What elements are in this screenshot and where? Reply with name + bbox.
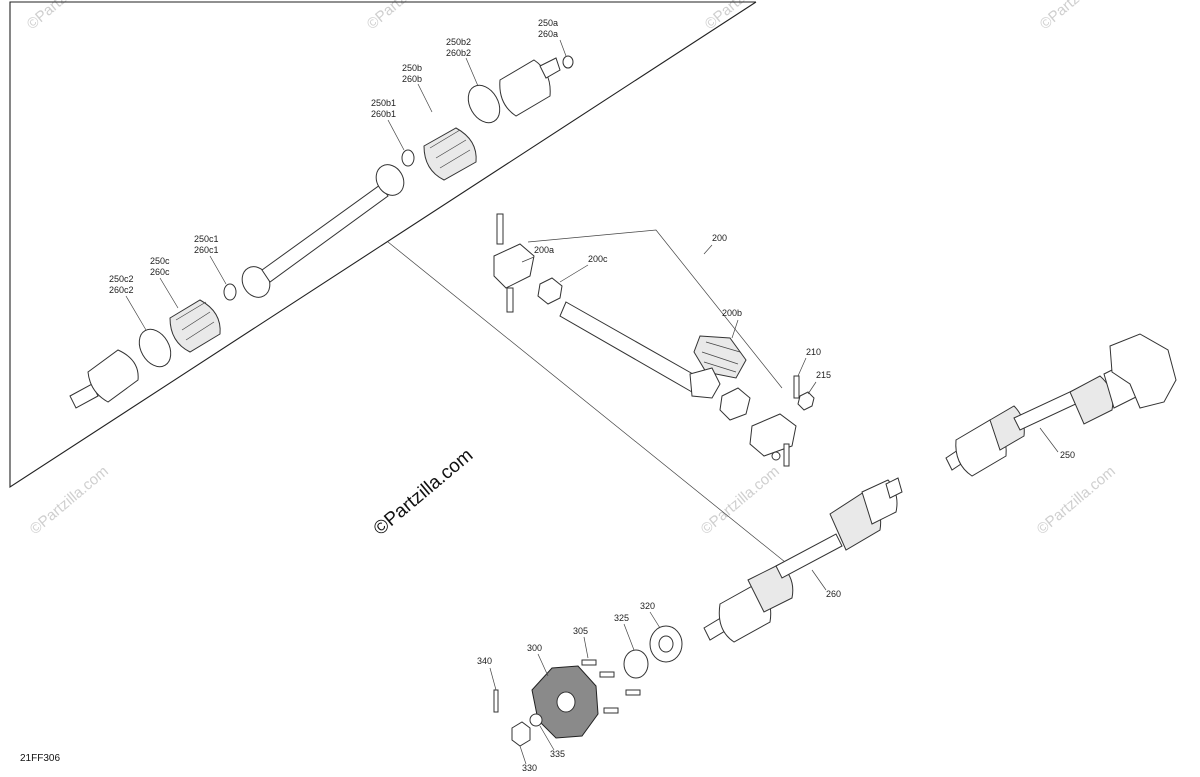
brand-watermark: ©Partzilla.com xyxy=(370,445,478,540)
callout-250c2: 250c2 xyxy=(109,274,134,284)
bolt-305-a xyxy=(581,659,597,666)
watermark-mid-center: ©Partzilla.com xyxy=(698,463,783,538)
nut-215 xyxy=(797,391,815,411)
yoke-200a xyxy=(493,243,535,289)
clamp-ring-250b2 xyxy=(467,84,501,124)
callout-labels: 250a 260a 250b2 260b2 250b 260b 250b1 26… xyxy=(109,18,1075,773)
callout-200b: 200b xyxy=(722,308,742,318)
callout-250b2: 250b2 xyxy=(446,37,471,47)
callout-250b: 250b xyxy=(402,63,422,73)
watermark-top-right1: ©Partzilla.com xyxy=(702,0,787,33)
callout-260b: 260b xyxy=(402,74,422,84)
callout-340: 340 xyxy=(477,656,492,666)
callout-260: 260 xyxy=(826,589,841,599)
front-long-shaft xyxy=(261,184,389,283)
wheel-hub-300-assembly xyxy=(493,625,683,747)
shaft-260-bar xyxy=(775,533,843,579)
callout-330: 330 xyxy=(522,763,537,773)
nut-rear-lower xyxy=(771,451,781,461)
clamp-250b1 xyxy=(401,149,415,167)
boot-250b-ribs xyxy=(429,129,471,169)
rear-wheel-hub-upper xyxy=(1109,333,1177,409)
callout-260c: 260c xyxy=(150,267,170,277)
bolt-200-bottom xyxy=(506,287,514,313)
callout-250b1: 250b1 xyxy=(371,98,396,108)
callout-320: 320 xyxy=(640,601,655,611)
watermark-top-left: ©Partzilla.com xyxy=(24,0,109,33)
callout-260c1: 260c1 xyxy=(194,245,219,255)
bolt-200-top xyxy=(496,213,504,245)
callout-200: 200 xyxy=(712,233,727,243)
callout-305: 305 xyxy=(573,626,588,636)
callout-300: 300 xyxy=(527,643,542,653)
callout-250c1: 250c1 xyxy=(194,234,219,244)
prop-shaft-tube xyxy=(559,301,701,393)
cotter-pin-340 xyxy=(493,689,499,713)
washer-335 xyxy=(529,713,543,727)
callout-200a: 200a xyxy=(534,245,554,255)
circlip-250a xyxy=(562,55,574,69)
callout-215: 215 xyxy=(816,370,831,380)
bolt-305-d xyxy=(603,707,619,714)
clamp-250c1 xyxy=(223,283,237,301)
callout-335: 335 xyxy=(550,749,565,759)
front-cv-outer-housing xyxy=(87,349,139,403)
boot-200b xyxy=(693,335,747,379)
bolt-rear-lower xyxy=(783,443,790,467)
drive-shaft-260-assembly xyxy=(703,477,903,643)
callout-260b2: 260b2 xyxy=(446,48,471,58)
boot-250c xyxy=(169,299,221,353)
boot-250b xyxy=(423,127,477,181)
u-joint-cross-rear xyxy=(719,387,751,421)
boot-250c-ribs xyxy=(175,301,215,341)
watermark-mid-right: ©Partzilla.com xyxy=(1034,463,1119,538)
bracket-200 xyxy=(527,229,783,389)
nut-330 xyxy=(511,721,531,747)
front-shaft-panel-frame xyxy=(9,1,757,489)
callout-325: 325 xyxy=(614,613,629,623)
callout-250a: 250a xyxy=(538,18,558,28)
bolt-305-b xyxy=(599,671,615,678)
callout-200c: 200c xyxy=(588,254,608,264)
group-divider-line xyxy=(387,241,786,563)
rear-drive-shaft-250-assembly xyxy=(945,333,1177,477)
watermark-mid-left: ©Partzilla.com xyxy=(27,463,112,538)
boot-200b-ribs xyxy=(701,341,741,373)
callout-260b1: 260b1 xyxy=(371,109,396,119)
watermark-top-right2: ©Partzilla.com xyxy=(1037,0,1122,33)
bolt-210 xyxy=(793,375,800,399)
callout-250c: 250c xyxy=(150,256,170,266)
clamp-ring-250c2 xyxy=(138,328,172,368)
callout-210: 210 xyxy=(806,347,821,357)
front-outer-spline xyxy=(539,57,561,79)
diagram-code: 21FF306 xyxy=(20,753,60,764)
u-joint-cross-200c xyxy=(537,277,563,305)
bearing-320-bore xyxy=(658,635,674,653)
inner-joint-250b1-side xyxy=(375,164,405,196)
hub-300-center xyxy=(556,691,576,713)
rear-yoke-200 xyxy=(689,367,721,399)
bolt-305-c xyxy=(625,689,641,696)
shaft-260-inner-spline xyxy=(885,477,903,499)
callout-260a: 260a xyxy=(538,29,558,39)
rear-250-shaft xyxy=(1013,389,1081,431)
circlip-325 xyxy=(623,649,649,679)
watermark-top-mid: ©Partzilla.com xyxy=(364,0,449,33)
callout-leaders xyxy=(125,39,1059,765)
front-shaft-spline-stub xyxy=(69,383,99,409)
callout-250: 250 xyxy=(1060,450,1075,460)
front-drive-shaft-assembly xyxy=(69,55,574,409)
callout-260c2: 260c2 xyxy=(109,285,134,295)
propeller-shaft-200-assembly xyxy=(493,213,815,467)
